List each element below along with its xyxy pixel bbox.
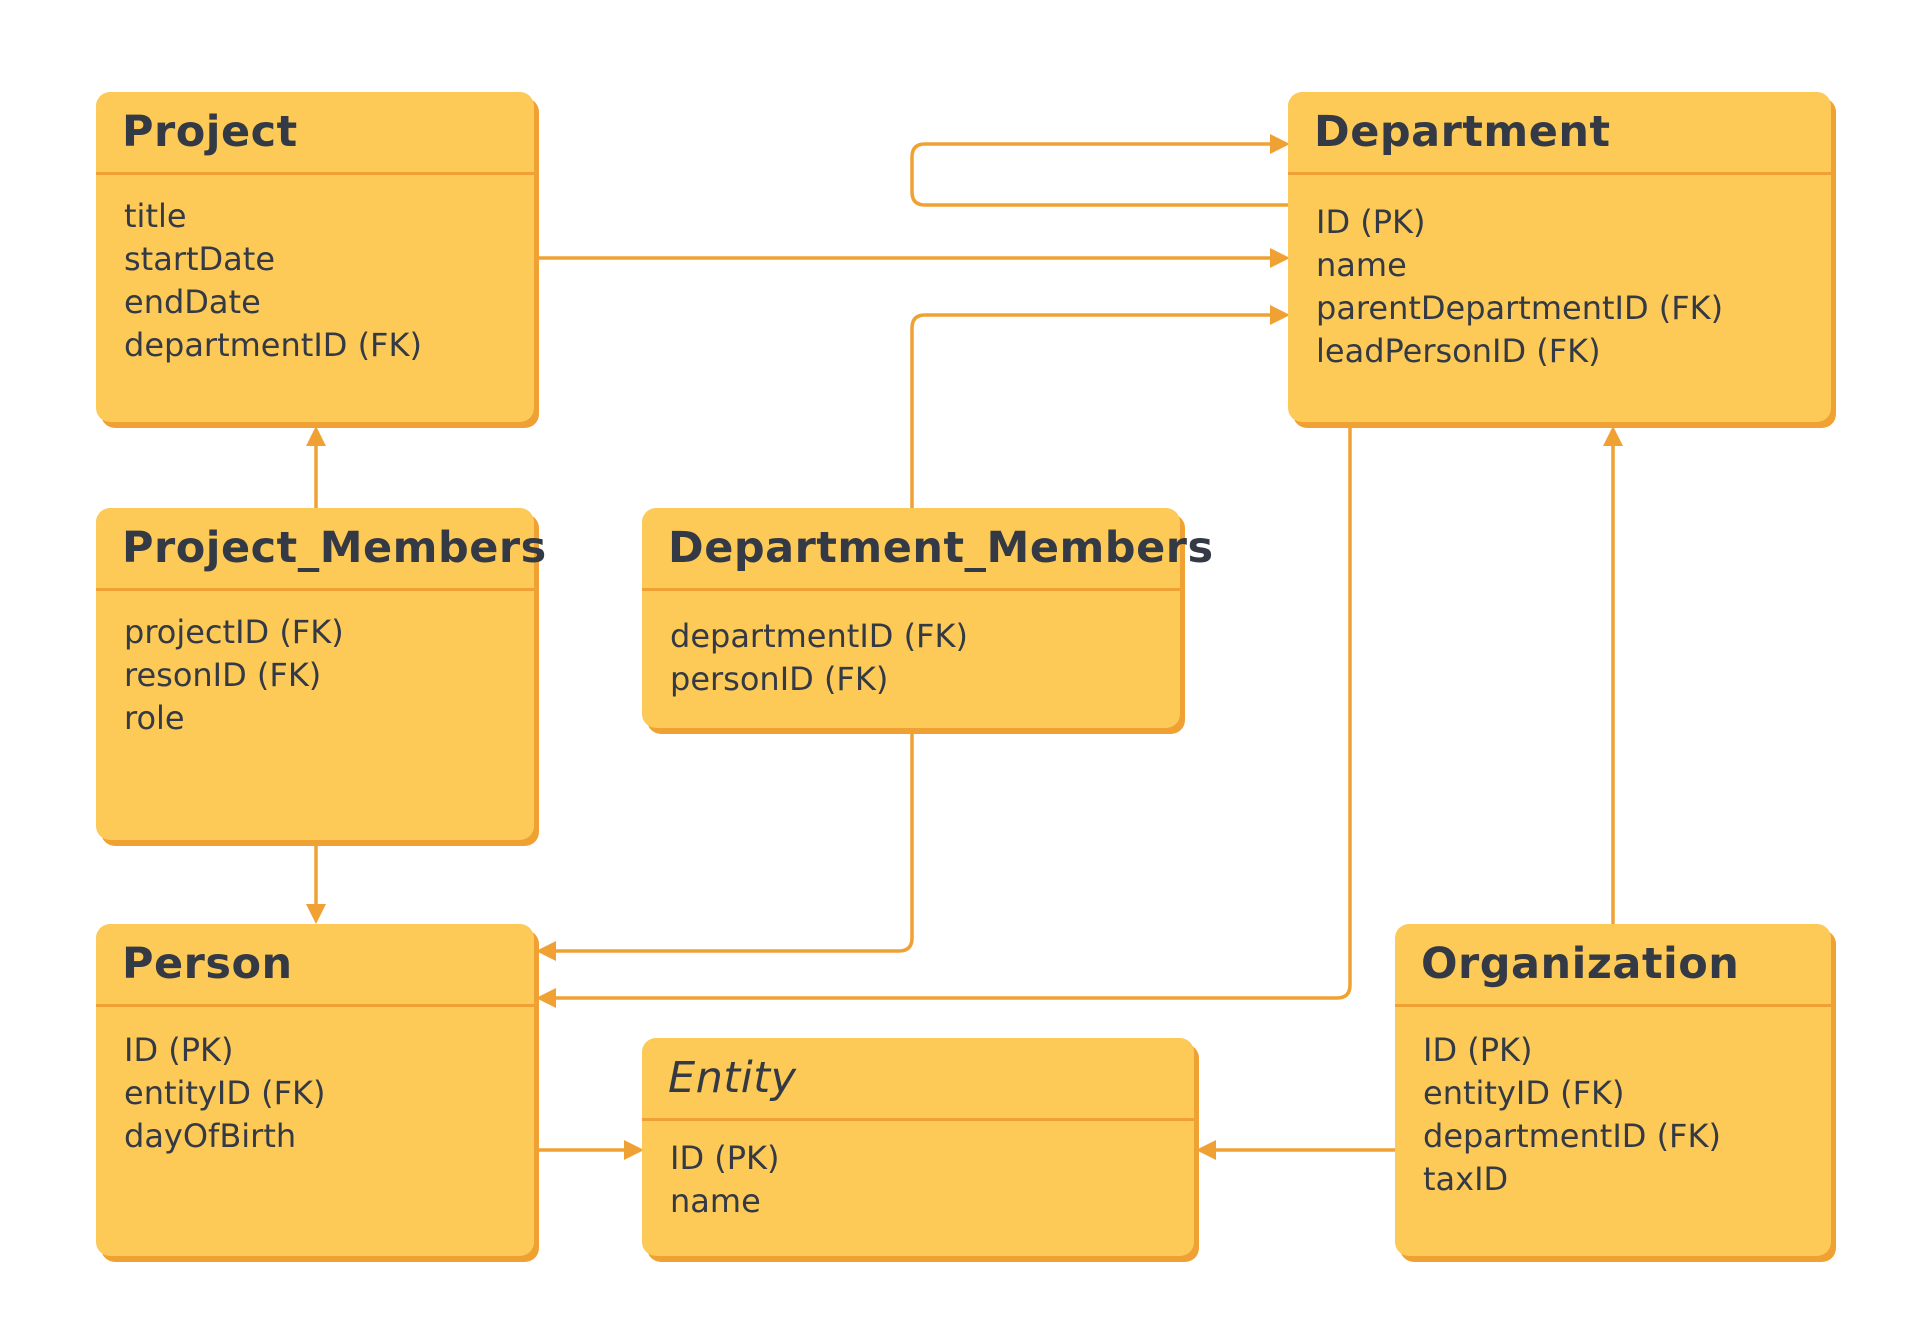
entity-title: Department_Members: [668, 523, 1214, 573]
arrowhead-icon: [306, 904, 326, 924]
entity-header: Project: [96, 92, 534, 175]
field-item: entityID (FK): [124, 1074, 326, 1112]
connector-deptmembers-person: [556, 732, 914, 953]
field-item: ID (PK): [670, 1139, 780, 1177]
field-item: endDate: [124, 283, 261, 321]
arrowhead-icon: [624, 1140, 644, 1160]
field-item: departmentID (FK): [670, 617, 968, 655]
arrowhead-icon: [306, 426, 326, 446]
connector-department-self: [910, 142, 1288, 207]
entity-person[interactable]: Person ID (PK) entityID (FK) dayOfBirth: [96, 924, 534, 1256]
entity-title: Department: [1314, 107, 1611, 157]
field-item: role: [124, 699, 185, 737]
field-item: personID (FK): [670, 660, 889, 698]
arrowhead-icon: [1270, 305, 1290, 325]
entity-entity[interactable]: Entity ID (PK) name: [642, 1038, 1194, 1256]
field-item: departmentID (FK): [1423, 1117, 1721, 1155]
entity-header: Department_Members: [642, 508, 1213, 591]
field-item: name: [1316, 246, 1407, 284]
arrowhead-icon: [1270, 248, 1290, 268]
field-list: projectID (FK) resonID (FK) role: [96, 591, 534, 740]
arrowhead-icon: [1196, 1140, 1216, 1160]
entity-header: Entity: [642, 1038, 1194, 1121]
field-item: parentDepartmentID (FK): [1316, 289, 1724, 327]
field-item: taxID: [1423, 1160, 1509, 1198]
entity-title: Project_Members: [122, 523, 547, 573]
field-list: ID (PK) name: [642, 1121, 1194, 1223]
entity-header: Project_Members: [96, 508, 546, 591]
entity-header: Department: [1288, 92, 1831, 175]
entity-title: Entity: [668, 1053, 797, 1103]
entity-header: Organization: [1395, 924, 1831, 1007]
field-item: startDate: [124, 240, 276, 278]
field-item: departmentID (FK): [124, 326, 422, 364]
entity-project-members[interactable]: Project_Members projectID (FK) resonID (…: [96, 508, 546, 840]
arrowhead-icon: [1270, 134, 1290, 154]
entity-title: Project: [122, 107, 298, 157]
field-item: dayOfBirth: [124, 1117, 297, 1155]
connector-department-person: [556, 426, 1352, 1000]
entity-organization[interactable]: Organization ID (PK) entityID (FK) depar…: [1395, 924, 1831, 1256]
field-list: ID (PK) name parentDepartmentID (FK) lea…: [1288, 175, 1831, 373]
field-item: ID (PK): [124, 1031, 234, 1069]
field-list: departmentID (FK) personID (FK): [642, 591, 1180, 701]
entity-title: Person: [122, 939, 293, 989]
arrowhead-icon: [1603, 426, 1623, 446]
arrowhead-icon: [536, 988, 556, 1008]
field-list: ID (PK) entityID (FK) dayOfBirth: [96, 1007, 534, 1158]
field-item: entityID (FK): [1423, 1074, 1625, 1112]
field-list: title startDate endDate departmentID (FK…: [96, 175, 534, 367]
entity-department-members[interactable]: Department_Members departmentID (FK) per…: [642, 508, 1213, 728]
field-item: ID (PK): [1423, 1031, 1533, 1069]
field-item: name: [670, 1182, 761, 1220]
arrowhead-icon: [536, 941, 556, 961]
entity-title: Organization: [1421, 939, 1740, 989]
entity-department[interactable]: Department ID (PK) name parentDepartment…: [1288, 92, 1831, 422]
entity-project[interactable]: Project title startDate endDate departme…: [96, 92, 534, 422]
field-list: ID (PK) entityID (FK) departmentID (FK) …: [1395, 1007, 1831, 1201]
field-item: ID (PK): [1316, 203, 1426, 241]
entity-header: Person: [96, 924, 534, 1007]
connector-deptmembers-department: [910, 313, 1270, 508]
field-item: resonID (FK): [124, 656, 322, 694]
field-item: leadPersonID (FK): [1316, 332, 1601, 370]
field-item: title: [124, 197, 187, 235]
field-item: projectID (FK): [124, 613, 344, 651]
